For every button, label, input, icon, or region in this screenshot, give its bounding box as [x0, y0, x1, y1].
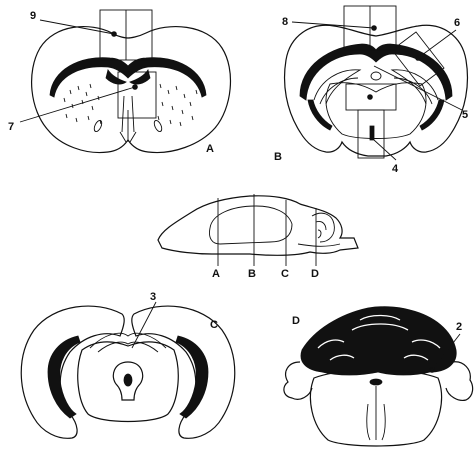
panel-b-third-ventricle: [371, 72, 381, 80]
panel-d-paraflocculus-right: [446, 362, 473, 401]
label-9: 9: [30, 10, 36, 22]
panel-b-letter: B: [274, 151, 282, 163]
panel-b-thalamus-outline: [326, 83, 426, 139]
panel-d-letter: D: [292, 315, 300, 327]
panel-d-midline: [367, 386, 386, 440]
sagittal-brainstem: [298, 244, 340, 246]
cut-label-d: D: [311, 268, 319, 280]
panel-c-leader-3: [132, 302, 156, 348]
label-7: 7: [8, 121, 14, 133]
panel-b-outline: [285, 25, 468, 156]
sagittal-inner-contour: [209, 206, 292, 244]
panel-d: 2 D: [284, 307, 473, 446]
panel-b-marker-4: [370, 126, 374, 140]
cut-label-c: C: [281, 268, 289, 280]
panel-c-aqueduct-core: [124, 374, 132, 386]
label-2: 2: [456, 321, 462, 333]
label-6: 6: [454, 17, 460, 29]
sagittal-view: A B C D: [158, 194, 358, 280]
panel-c-dark-band-left: [48, 336, 80, 418]
cut-label-a: A: [212, 268, 220, 280]
panel-c-dark-band-right: [176, 336, 208, 418]
panel-b-leader-4: [374, 140, 396, 160]
panel-c-outline: [21, 306, 124, 438]
panel-a-callosum: [50, 58, 206, 97]
label-5: 5: [462, 109, 468, 121]
panel-c: 3 C: [21, 291, 235, 438]
panel-a-commissure-left: [93, 119, 104, 132]
panel-d-cerebellum-mass: [301, 307, 456, 375]
panel-a-striatum-dots: [64, 84, 197, 126]
sagittal-cerebellum-folds: [312, 213, 334, 242]
panel-c-outline-right: [132, 306, 235, 438]
panel-a: 9 7 A: [8, 10, 230, 155]
panel-a-leader-9: [40, 20, 114, 34]
panel-a-letter: A: [206, 143, 214, 155]
label-4: 4: [392, 163, 399, 175]
panel-c-letter: C: [210, 319, 218, 331]
label-3: 3: [150, 291, 156, 303]
panel-b-marker-5: [368, 95, 373, 100]
panel-b: 8 6 5 4 B: [274, 6, 468, 175]
panel-b-hippocampus-left: [314, 70, 360, 104]
panel-a-commissure-right: [153, 119, 164, 132]
panel-a-midline-structures: [120, 96, 136, 142]
panel-d-fourth-ventricle: [370, 379, 382, 385]
panel-b-leader-8: [292, 22, 374, 28]
cut-label-b: B: [248, 268, 256, 280]
label-8: 8: [282, 16, 288, 28]
panel-b-leader-6: [418, 30, 456, 58]
